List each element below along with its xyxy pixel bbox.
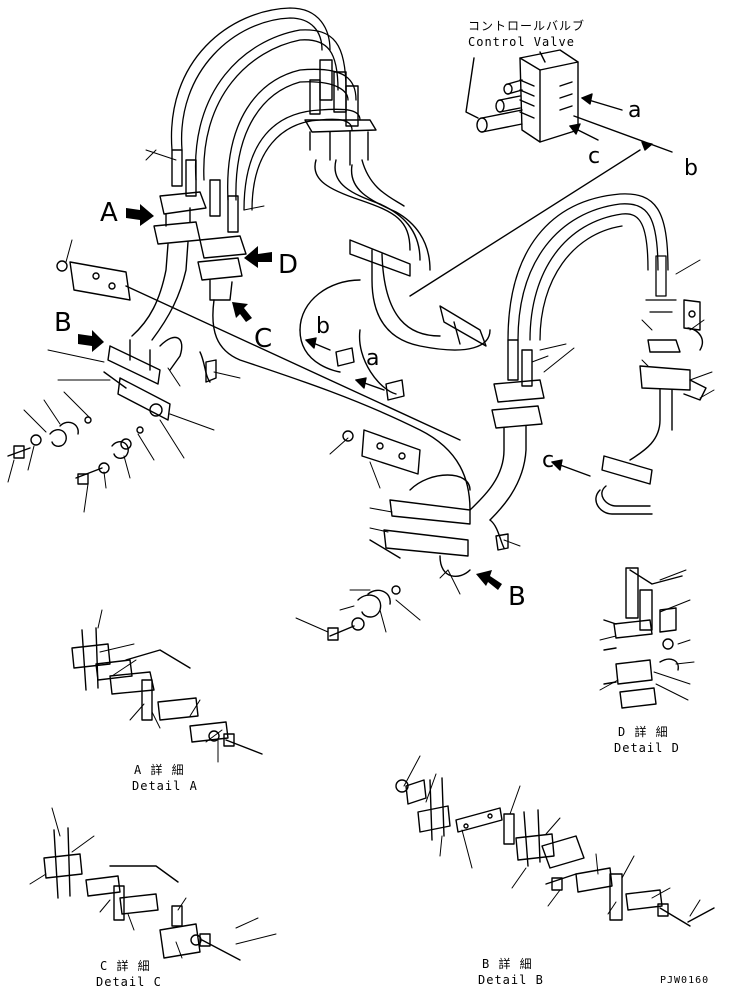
fitting-c-label: c bbox=[542, 448, 555, 473]
control-valve-icon bbox=[465, 49, 579, 143]
leader-lines bbox=[7, 149, 715, 959]
valve-port-b-label: b bbox=[684, 156, 698, 181]
detail-b-caption-jp: B 詳 細 bbox=[482, 957, 533, 971]
fitting-a-label: a bbox=[366, 346, 380, 371]
control-valve-label-jp: コントロールバルブ bbox=[468, 19, 586, 33]
control-valve-label: Control Valve bbox=[468, 35, 575, 49]
detail-c-exploded bbox=[43, 827, 241, 961]
valve-arrow-a-icon bbox=[581, 93, 623, 111]
drawing-number: PJW0160 bbox=[660, 975, 710, 986]
valve-arrow-b-icon bbox=[573, 115, 673, 153]
fitting-b-label: b bbox=[316, 314, 330, 339]
upper-hoses bbox=[170, 7, 361, 211]
detail-a-caption-jp: A 詳 細 bbox=[134, 763, 185, 777]
valve-port-a-label: a bbox=[628, 98, 642, 123]
detail-b-left-assembly bbox=[103, 336, 217, 421]
detail-d-assembly bbox=[197, 179, 471, 511]
detail-d-caption-jp: D 詳 細 bbox=[618, 725, 669, 739]
loose-hardware-left bbox=[7, 416, 144, 485]
right-clamp-stack bbox=[469, 299, 707, 521]
detail-c-caption: Detail C bbox=[96, 975, 162, 989]
upper-left-bracket bbox=[56, 260, 461, 441]
valve-arrow-c-icon bbox=[409, 123, 641, 297]
right-hoses bbox=[507, 193, 677, 341]
callout-d: D bbox=[278, 250, 299, 280]
detail-d-caption: Detail D bbox=[614, 741, 680, 755]
upper-center-fittings bbox=[304, 59, 431, 271]
detail-b-exploded bbox=[395, 777, 715, 927]
detail-d-exploded bbox=[603, 567, 683, 709]
arrow-c-icon bbox=[232, 302, 252, 322]
central-hose-loops bbox=[299, 239, 491, 401]
detail-a-caption: Detail A bbox=[132, 779, 198, 793]
callout-b-right: B bbox=[508, 582, 526, 612]
valve-port-c-label: c bbox=[588, 144, 601, 169]
detail-b-caption: Detail B bbox=[478, 973, 544, 987]
arrow-b-left-icon bbox=[78, 330, 104, 352]
detail-a-assembly bbox=[131, 149, 207, 341]
callout-c: C bbox=[254, 324, 273, 354]
arrow-d-icon bbox=[244, 246, 272, 268]
callout-a: A bbox=[100, 198, 118, 228]
callout-b-left: B bbox=[54, 308, 72, 338]
middle-bracket bbox=[342, 429, 421, 475]
arrow-a-icon bbox=[126, 204, 154, 226]
detail-a-exploded bbox=[71, 627, 263, 755]
arrow-b-right-icon bbox=[476, 570, 502, 590]
detail-c-caption-jp: C 詳 細 bbox=[100, 959, 151, 973]
